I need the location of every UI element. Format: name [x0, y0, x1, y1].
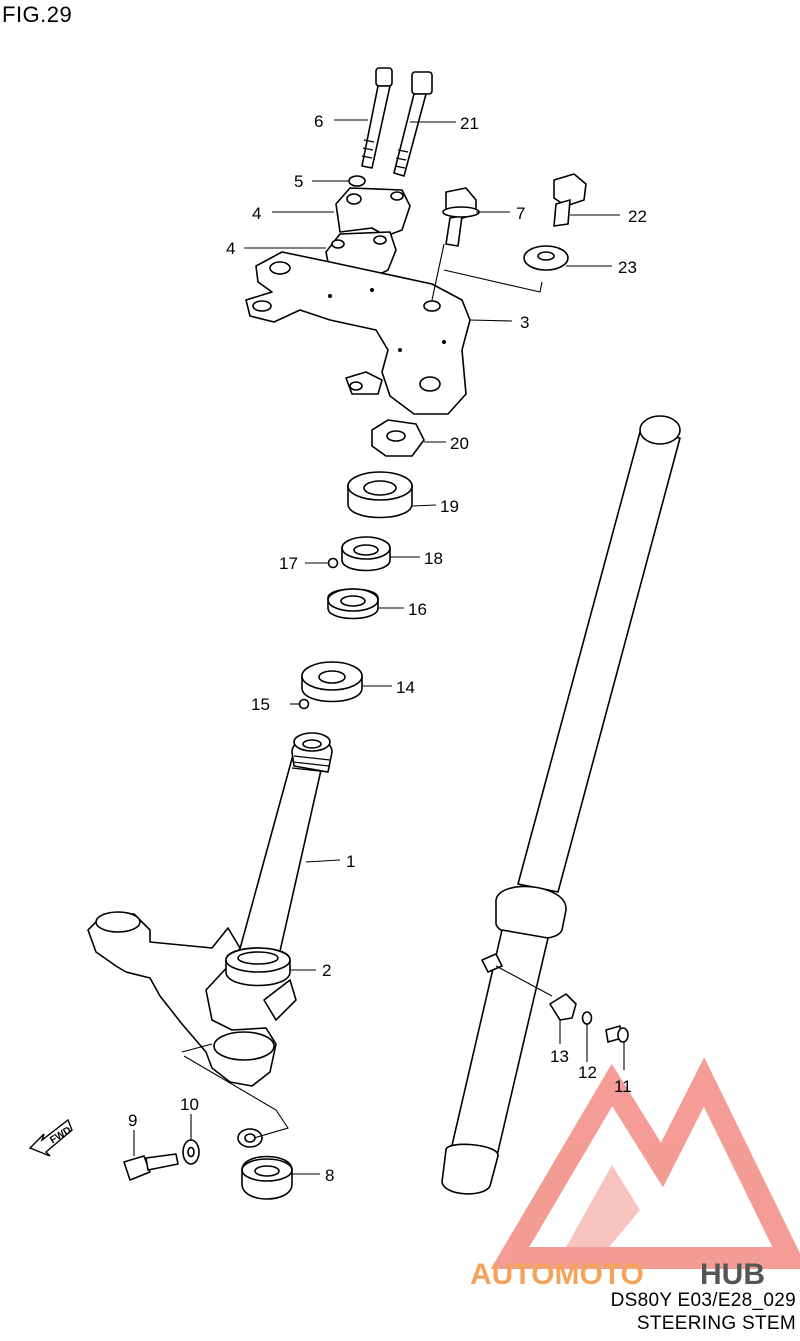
- part-7-bolt: [442, 187, 480, 247]
- fwd-badge: FWD: [28, 1118, 73, 1157]
- part-17-ball: [327, 557, 339, 569]
- callout-5: 5: [294, 172, 303, 191]
- callout-13: 13: [550, 1047, 569, 1066]
- callout-15: 15: [251, 695, 270, 714]
- part-2-seal: [225, 947, 291, 987]
- figure-title: FIG.29: [2, 2, 73, 27]
- part-15-ball: [298, 698, 310, 710]
- part-20-nut: [371, 419, 425, 457]
- callout-12: 12: [578, 1063, 597, 1082]
- callout-1: 1: [346, 852, 355, 871]
- callout-4-lower: 4: [226, 239, 235, 258]
- watermark-text-grey: HUB: [700, 1258, 765, 1291]
- part-19-seal: [347, 471, 413, 519]
- callout-2: 2: [322, 961, 331, 980]
- callout-20: 20: [450, 434, 469, 453]
- figure-model: DS80Y E03/E28_029: [610, 1290, 796, 1311]
- callout-11: 11: [614, 1077, 632, 1096]
- callout-16: 16: [408, 600, 427, 619]
- watermark-text: AUTOMOTO HUB: [470, 1258, 765, 1291]
- part-12-washer: [581, 1011, 593, 1025]
- callout-labels: 1 2 3 4 4 5 6 7 8 9 10 11 12 13 14 15 16…: [128, 112, 647, 1185]
- part-6-bolt: [361, 67, 393, 169]
- part-10-washer: [182, 1139, 200, 1165]
- part-22-bolt: [553, 173, 587, 227]
- part-16-race: [327, 588, 379, 620]
- part-3-upper-bracket: [245, 251, 471, 415]
- callout-23: 23: [618, 258, 637, 277]
- callout-8: 8: [325, 1166, 334, 1185]
- callout-4-upper: 4: [252, 204, 261, 223]
- callout-7: 7: [516, 204, 525, 223]
- callout-14: 14: [396, 678, 415, 697]
- callout-22: 22: [628, 207, 647, 226]
- callout-17: 17: [279, 554, 298, 573]
- part-18-race: [341, 536, 391, 572]
- front-fork-leg: [441, 415, 681, 1195]
- part-11-screw: [605, 1025, 629, 1043]
- part-8-grommet: [237, 1128, 293, 1200]
- part-21-bolt: [393, 71, 433, 177]
- callout-19: 19: [440, 497, 459, 516]
- part-1-steering-stem: [87, 732, 333, 1087]
- part-9-bolt: [123, 1153, 179, 1181]
- callout-9: 9: [128, 1111, 137, 1130]
- part-14-race: [301, 661, 363, 703]
- part-13-clamp: [549, 993, 577, 1021]
- part-4-holder-upper: [335, 187, 411, 237]
- callout-21: 21: [460, 114, 479, 133]
- watermark-logo: [490, 1057, 800, 1269]
- leader-lines: [133, 119, 625, 1175]
- part-23-washer: [523, 245, 569, 271]
- callout-10: 10: [180, 1095, 199, 1114]
- figure-name: STEERING STEM: [636, 1313, 796, 1334]
- watermark-text-orange: AUTOMOTO: [470, 1258, 644, 1291]
- callout-3: 3: [520, 313, 529, 332]
- part-5-washer: [348, 175, 366, 187]
- callout-6: 6: [314, 112, 323, 131]
- callout-18: 18: [424, 549, 443, 568]
